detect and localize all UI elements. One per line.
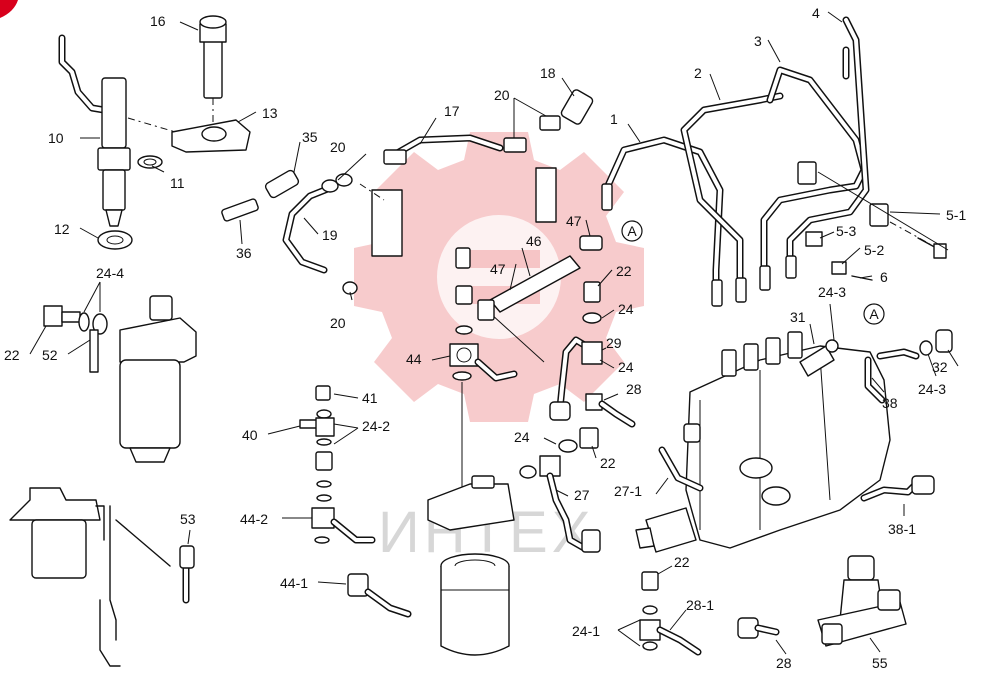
part-label-28-a: 28 [626, 381, 642, 397]
part-label-55: 55 [872, 655, 888, 671]
bottom-fittings [617, 565, 787, 656]
part-label-28-b: 28 [776, 655, 792, 671]
part-label-20-b: 20 [494, 87, 510, 103]
part-label-32: 32 [932, 359, 948, 375]
part-label-22-a: 22 [4, 347, 20, 363]
injector-group [58, 15, 257, 250]
part-label-12: 12 [54, 221, 70, 237]
part-label-24-4: 24-4 [96, 265, 124, 281]
filter-assembly-left [29, 281, 197, 463]
part-label-4: 4 [812, 5, 820, 21]
part-label-5-3: 5-3 [836, 223, 856, 239]
banjo-44-1 [317, 573, 412, 618]
part-label-46: 46 [526, 233, 542, 249]
part-label-44-2: 44-2 [240, 511, 268, 527]
part-label-10: 10 [48, 130, 64, 146]
part-label-17: 17 [444, 103, 460, 119]
banjo-fittings-center [431, 219, 603, 494]
part-label-28-1: 28-1 [686, 597, 714, 613]
part-label-24-3-a: 24-3 [818, 284, 846, 300]
part-label-22-d: 22 [674, 554, 690, 570]
part-label-53: 53 [180, 511, 196, 527]
part-label-47-a: 47 [490, 261, 506, 277]
return-hose-group [221, 77, 594, 301]
part-label-44-1: 44-1 [280, 575, 308, 591]
part-label-44: 44 [406, 351, 422, 367]
pipe-38-1 [860, 475, 935, 516]
part-label-6: 6 [880, 269, 888, 285]
part-labels: A A 1 2 3 4 5-1 5-2 5-3 6 10 11 12 13 16… [4, 5, 966, 671]
injection-pipes [601, 11, 949, 307]
part-label-13: 13 [262, 105, 278, 121]
part-label-16: 16 [150, 13, 166, 29]
part-label-5-1: 5-1 [946, 207, 966, 223]
fuel-tank-group [9, 487, 195, 667]
part-label-27-1: 27-1 [614, 483, 642, 499]
part-label-24-c: 24 [514, 429, 530, 445]
part-label-35: 35 [302, 129, 318, 145]
filter-banjo-left-column [267, 385, 376, 544]
part-label-47-b: 47 [566, 213, 582, 229]
main-fuel-filter [427, 475, 515, 656]
part-label-31: 31 [790, 309, 806, 325]
part-label-40: 40 [242, 427, 258, 443]
part-label-20-c: 20 [330, 315, 346, 331]
feed-pump [817, 555, 907, 653]
injection-pump [635, 303, 959, 553]
reference-a-label-top: A [627, 223, 637, 239]
part-label-1: 1 [610, 111, 618, 127]
reference-a-label-right: A [869, 306, 879, 322]
part-label-24-a: 24 [618, 301, 634, 317]
part-label-22-b: 22 [616, 263, 632, 279]
part-label-36: 36 [236, 245, 252, 261]
center-pipes-group [519, 269, 636, 553]
part-label-24-b: 24 [618, 359, 634, 375]
part-label-3: 3 [754, 33, 762, 49]
part-label-22-c: 22 [600, 455, 616, 471]
part-label-24-2: 24-2 [362, 418, 390, 434]
part-label-29: 29 [606, 335, 622, 351]
part-label-38-1: 38-1 [888, 521, 916, 537]
part-label-18: 18 [540, 65, 556, 81]
part-label-19: 19 [322, 227, 338, 243]
part-label-52: 52 [42, 347, 58, 363]
part-label-20-a: 20 [330, 139, 346, 155]
part-label-38: 38 [882, 395, 898, 411]
part-label-27: 27 [574, 487, 590, 503]
part-label-5-2: 5-2 [864, 242, 884, 258]
part-label-24-1: 24-1 [572, 623, 600, 639]
part-label-11: 11 [170, 175, 185, 191]
part-label-2: 2 [694, 65, 702, 81]
reference-a-circle-top [621, 220, 643, 242]
reference-a-circle-right [863, 303, 885, 325]
corner-marker [0, 0, 18, 18]
part-label-41: 41 [362, 390, 378, 406]
part-label-24-3-b: 24-3 [918, 381, 946, 397]
